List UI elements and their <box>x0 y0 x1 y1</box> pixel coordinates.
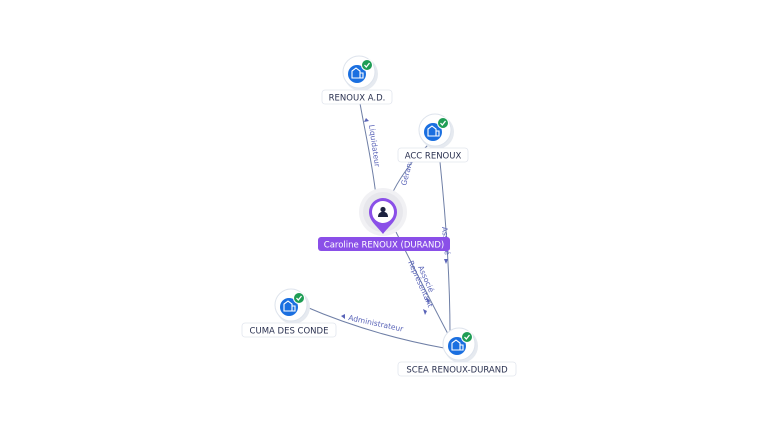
company-node-scea-renoux-durand[interactable] <box>442 327 478 363</box>
edge-arrow <box>341 314 345 319</box>
company-node-cuma-des-conde[interactable] <box>274 288 310 324</box>
building-icon <box>448 337 466 355</box>
company-label-cuma-des-conde[interactable]: CUMA DES CONDE <box>241 322 337 338</box>
verified-check-icon <box>293 292 305 304</box>
company-label-acc-renoux[interactable]: ACC RENOUX <box>397 147 469 163</box>
company-node-renoux-ad[interactable] <box>342 55 378 91</box>
svg-text:RENOUX A.D.: RENOUX A.D. <box>329 94 386 104</box>
edge-arrow <box>444 259 448 264</box>
person-icon <box>378 206 388 217</box>
verified-check-icon <box>361 59 373 71</box>
person-node[interactable] <box>359 188 407 236</box>
building-icon <box>280 298 298 316</box>
edge-arrow <box>426 298 430 304</box>
edge-liquidateur[interactable]: Liquidateur <box>357 91 382 197</box>
building-icon <box>424 123 442 141</box>
svg-text:Caroline RENOUX (DURAND): Caroline RENOUX (DURAND) <box>324 241 444 251</box>
edge-arrow <box>423 309 427 315</box>
edge-arrow <box>364 118 369 122</box>
svg-text:CUMA DES CONDE: CUMA DES CONDE <box>250 327 329 337</box>
company-node-acc-renoux[interactable] <box>418 113 454 149</box>
edge-label-gerant: Gérant <box>399 159 414 186</box>
company-label-renoux-ad[interactable]: RENOUX A.D. <box>321 89 393 105</box>
verified-check-icon <box>437 117 449 129</box>
verified-check-icon <box>461 331 473 343</box>
building-icon <box>348 65 366 83</box>
svg-text:ACC RENOUX: ACC RENOUX <box>405 152 462 162</box>
edge-label-liquidateur: Liquidateur <box>367 124 382 168</box>
svg-text:SCEA RENOUX-DURAND: SCEA RENOUX-DURAND <box>406 366 508 376</box>
edge-label-administrateur: Administrateur <box>348 313 405 334</box>
person-label[interactable]: Caroline RENOUX (DURAND) <box>318 237 450 251</box>
company-label-scea-renoux-durand[interactable]: SCEA RENOUX-DURAND <box>397 361 517 377</box>
